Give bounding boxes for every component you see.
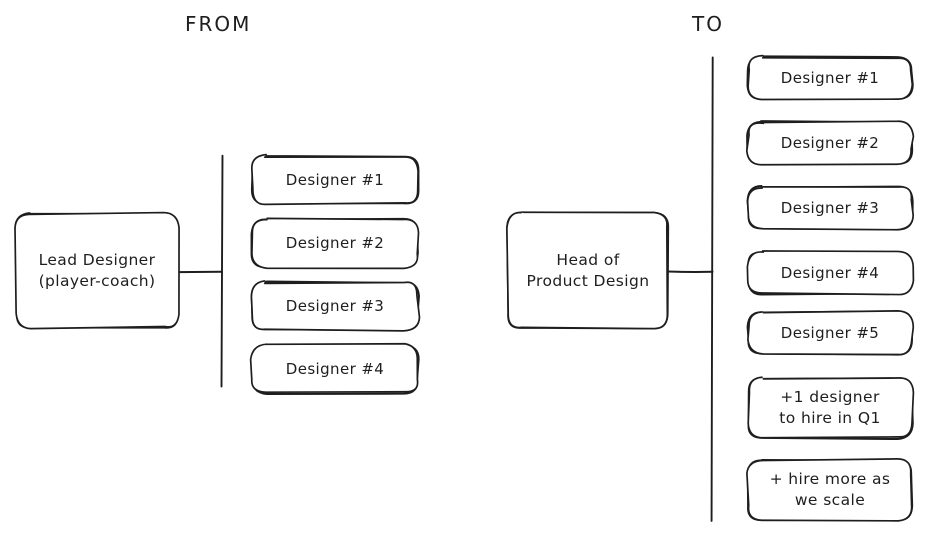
to-report-node-2-outline-2 [745,120,915,166]
from-report-node-3-outline-2 [250,280,421,332]
to-root-node[interactable] [506,211,670,330]
from-report-node-1[interactable] [250,153,420,206]
to-report-node-6[interactable] [747,376,915,441]
to-report-node-3[interactable] [746,185,914,231]
from-report-node-1-outline-2 [250,153,419,206]
to-report-node-5-outline-2 [747,310,915,356]
to-report-node-7-outline-2 [746,458,913,522]
to-report-node-7[interactable] [746,458,914,522]
from-root-node[interactable] [14,211,180,330]
from-spine [220,154,224,388]
from-report-node-4-outline-2 [249,342,419,394]
to-report-node-1-outline-2 [747,54,914,101]
from-report-node-2[interactable] [250,217,420,270]
to-report-node-2[interactable] [745,120,915,166]
to-report-node-3-outline-2 [746,186,914,231]
to-report-node-6-outline-2 [747,376,915,439]
to-spine [710,56,714,522]
from-report-node-4[interactable] [249,342,420,396]
heading-from: FROM [185,12,252,36]
heading-to: TO [692,12,724,36]
to-report-node-1[interactable] [746,54,914,101]
to-report-node-4[interactable] [746,250,915,296]
to-report-node-4-outline-2 [746,250,915,296]
to-report-node-5[interactable] [746,310,915,356]
from-report-node-2-outline-2 [251,217,420,270]
from-root-node-outline-2 [14,211,180,330]
from-report-node-3[interactable] [250,280,421,332]
to-root-node-outline-2 [506,211,669,330]
